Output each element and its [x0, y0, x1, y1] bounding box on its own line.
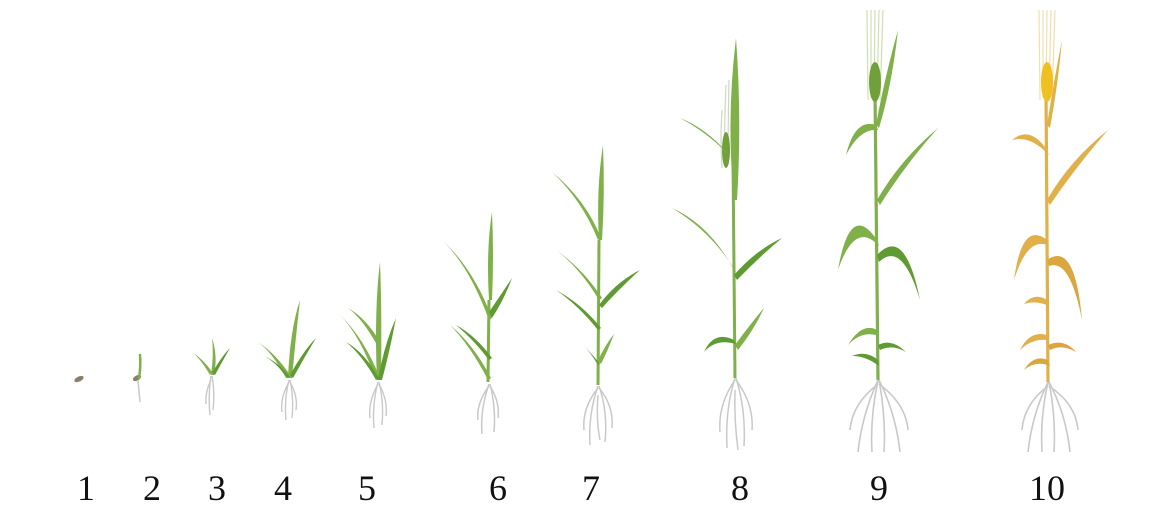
leaf-icon: [1014, 235, 1049, 280]
leaf-icon: [1020, 334, 1049, 350]
roots-icon: [584, 386, 612, 445]
leaf-icon: [1024, 297, 1049, 306]
leaf-icon: [735, 308, 764, 350]
leaf-icon: [846, 124, 878, 155]
stage-label-6: 6: [489, 470, 507, 506]
stage-label-1: 1: [77, 470, 95, 506]
leaf-icon: [877, 246, 920, 300]
roots-icon: [206, 376, 214, 415]
stage-3-seedling: [192, 338, 230, 415]
roots-icon: [1022, 382, 1078, 452]
stem-icon: [875, 90, 878, 380]
leaf-icon: [704, 337, 736, 352]
shoot-icon: [139, 355, 140, 378]
leaf-icon: [838, 225, 879, 270]
stage-1-seed: [73, 375, 84, 384]
wheat-ear-icon: [867, 10, 883, 102]
leaf-icon: [552, 172, 601, 240]
leaf-icon: [376, 262, 381, 380]
wheat-ear-icon: [1039, 10, 1055, 102]
stage-label-9: 9: [870, 470, 888, 506]
leaf-icon: [1047, 256, 1082, 320]
stage-label-4: 4: [274, 470, 292, 506]
leaf-icon: [348, 308, 380, 345]
stage-label-10: 10: [1029, 470, 1065, 506]
leaf-icon: [734, 238, 782, 280]
leaf-icon: [1024, 358, 1050, 370]
leaf-icon: [877, 128, 938, 205]
roots-icon: [720, 378, 752, 450]
stage-2-germination: [132, 355, 142, 402]
leaf-icon: [878, 343, 906, 352]
stage-4-seedling: [258, 300, 316, 420]
leaf-icon: [598, 334, 614, 364]
leaf-icon: [1048, 343, 1076, 352]
leaf-icon: [598, 145, 604, 240]
stage-10-ripening-gold: [1012, 10, 1108, 452]
leaf-icon: [192, 352, 212, 375]
leaf-icon: [1047, 130, 1108, 205]
roots-icon: [138, 380, 140, 402]
leaf-icon: [672, 208, 736, 272]
leaf-icon: [556, 250, 602, 300]
stage-6-stem-extension: [444, 212, 512, 434]
roots-icon: [282, 380, 297, 420]
leaf-icon: [444, 242, 492, 320]
roots-icon: [850, 380, 908, 452]
seed-icon: [73, 375, 84, 384]
stage-9-ripening-green: [838, 10, 938, 452]
stage-8-heading: [672, 38, 782, 450]
leaf-icon: [599, 270, 640, 308]
stage-label-2: 2: [143, 470, 161, 506]
leaf-icon: [1012, 134, 1049, 155]
leaf-icon: [556, 290, 601, 330]
stage-7-booting: [552, 145, 640, 445]
stage-5-tillering: [340, 262, 396, 428]
stage-label-5: 5: [358, 470, 376, 506]
stage-label-3: 3: [208, 470, 226, 506]
stage-label-8: 8: [731, 470, 749, 506]
roots-icon: [478, 384, 499, 434]
roots-icon: [370, 382, 387, 428]
leaf-icon: [488, 212, 493, 300]
leaf-icon: [848, 328, 879, 345]
leaf-icon: [852, 354, 879, 366]
stage-label-7: 7: [582, 470, 600, 506]
